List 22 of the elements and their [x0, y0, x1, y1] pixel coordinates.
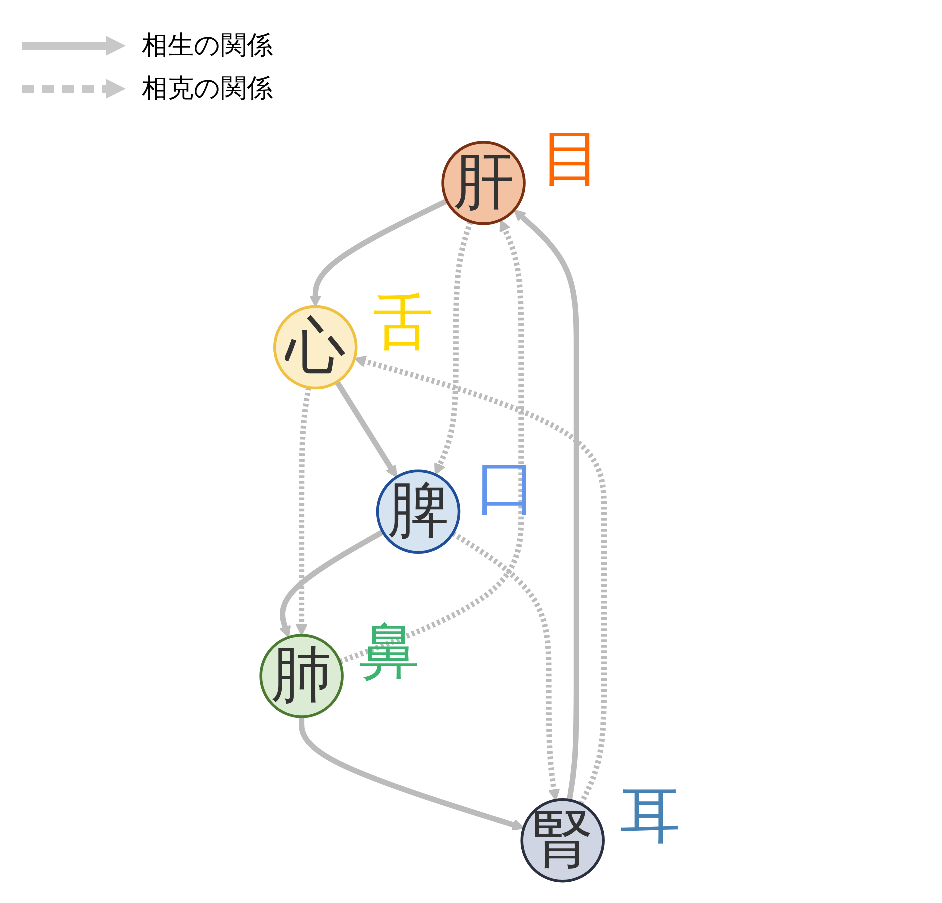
arrow — [514, 210, 580, 801]
node-circle: 腎 — [520, 798, 605, 883]
organ-label: 目 — [541, 124, 602, 194]
arrow — [334, 380, 398, 478]
legend-text: 相生の関係 — [142, 30, 273, 63]
organ-label: 舌 — [372, 288, 434, 358]
node-circle: 肺 — [260, 634, 344, 718]
node-circle: 肝 — [442, 141, 526, 226]
organ-label: 口 — [476, 452, 537, 523]
node-circle: 心 — [274, 305, 358, 390]
arrow — [299, 717, 525, 831]
arrow — [452, 531, 560, 801]
arrow — [354, 356, 608, 806]
arrow — [434, 220, 474, 476]
node-circle: 脾 — [376, 470, 461, 554]
arrow — [296, 387, 312, 636]
arrow — [280, 530, 384, 638]
organ-label: 耳 — [620, 781, 682, 852]
arrow — [310, 198, 448, 308]
organ-label: 鼻 — [359, 617, 420, 688]
legend-text: 相克の関係 — [142, 73, 273, 106]
arrow — [339, 220, 524, 665]
